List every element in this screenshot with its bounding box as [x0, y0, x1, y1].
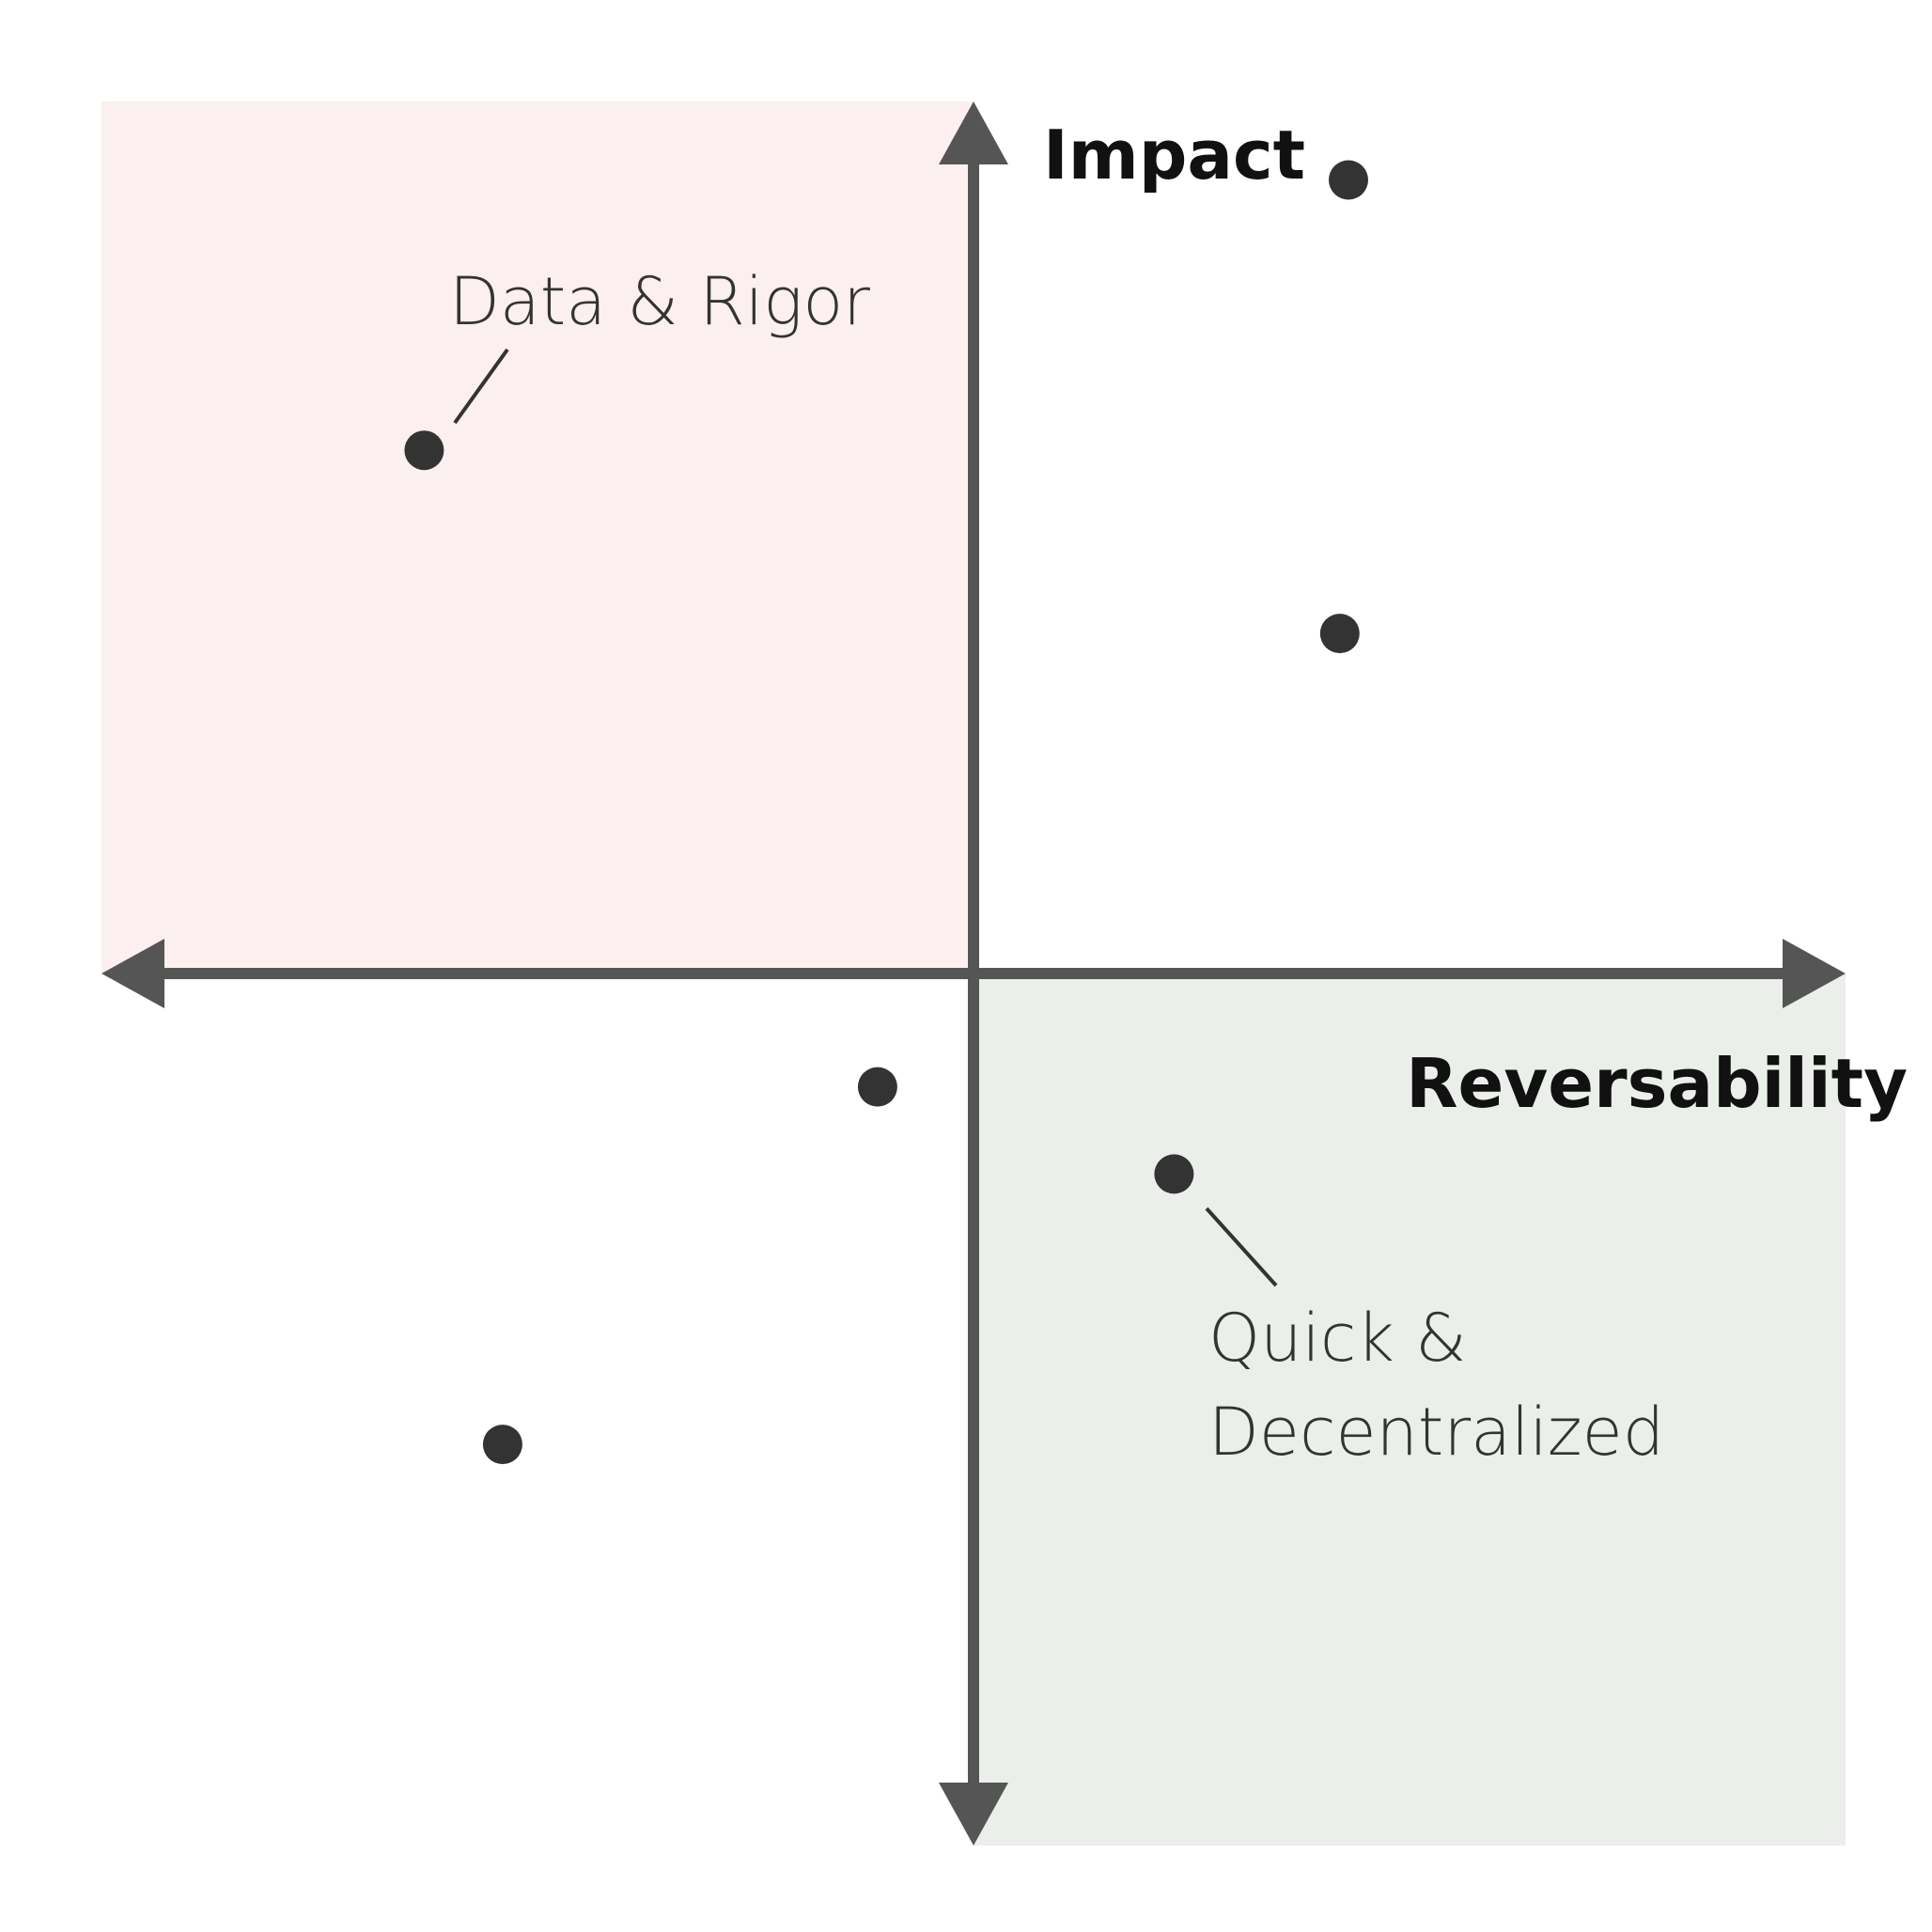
- y-axis-title: Impact: [1043, 116, 1305, 195]
- x-axis-title: Reversability: [1406, 1044, 1908, 1123]
- top-left-quadrant-background: [101, 101, 974, 974]
- data-point-1: [1329, 160, 1368, 200]
- data-rigor-leader-line: [453, 348, 509, 425]
- data-point-3: [1319, 614, 1360, 654]
- data-point-5: [1154, 1154, 1194, 1194]
- arrow-left-icon: [101, 939, 164, 1008]
- data-rigor-label: Data & Rigor: [449, 263, 870, 340]
- arrow-down-icon: [939, 1783, 1008, 1846]
- arrow-up-icon: [939, 101, 1008, 164]
- arrow-right-icon: [1783, 939, 1846, 1008]
- data-point-4: [857, 1067, 897, 1107]
- quick-decentralized-label-line2: Decentralized: [1208, 1394, 1664, 1471]
- data-points: [404, 160, 1368, 1465]
- quick-decentralized-label-line1: Quick &: [1208, 1300, 1467, 1377]
- data-point-2: [404, 430, 444, 471]
- bottom-right-quadrant-background: [974, 974, 1846, 1846]
- quick-decentralized-leader-line: [1205, 1207, 1278, 1287]
- data-point-6: [482, 1425, 522, 1465]
